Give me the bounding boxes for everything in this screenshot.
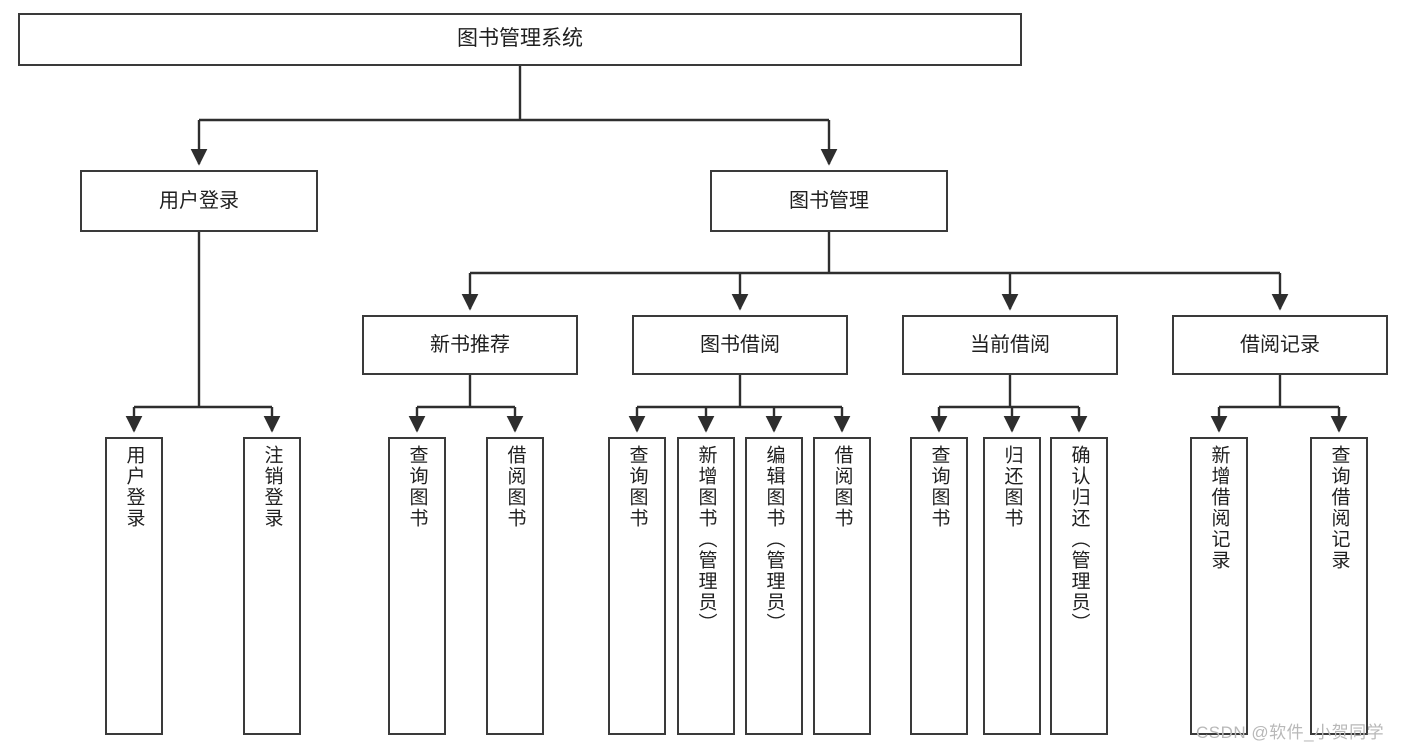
leaf-query-book-rec[interactable]: 查询图书 — [388, 437, 446, 735]
leaf-add-book[interactable]: 新增图书（管理员） — [677, 437, 735, 735]
leaf-label: 查询图书 — [406, 445, 428, 529]
leaf-add-record[interactable]: 新增借阅记录 — [1190, 437, 1248, 735]
leaf-query-record[interactable]: 查询借阅记录 — [1310, 437, 1368, 735]
leaf-borrow-book-rec[interactable]: 借阅图书 — [486, 437, 544, 735]
node-book-borrow[interactable]: 图书借阅 — [632, 315, 848, 375]
node-borrow-record-label: 借阅记录 — [1240, 333, 1320, 356]
leaf-label: 新增图书（管理员） — [695, 445, 717, 634]
leaf-query-book-borrow[interactable]: 查询图书 — [608, 437, 666, 735]
leaf-label: 查询借阅记录 — [1328, 445, 1350, 571]
node-borrow-record[interactable]: 借阅记录 — [1172, 315, 1388, 375]
leaf-borrow-book[interactable]: 借阅图书 — [813, 437, 871, 735]
node-root[interactable]: 图书管理系统 — [18, 13, 1022, 66]
node-current-borrow-label: 当前借阅 — [970, 333, 1050, 356]
node-new-book-rec[interactable]: 新书推荐 — [362, 315, 578, 375]
leaf-label: 查询图书 — [928, 445, 950, 529]
node-user-login-label: 用户登录 — [159, 189, 239, 212]
leaf-edit-book[interactable]: 编辑图书（管理员） — [745, 437, 803, 735]
node-user-login[interactable]: 用户登录 — [80, 170, 318, 232]
leaf-label: 归还图书 — [1001, 445, 1023, 529]
leaf-label: 查询图书 — [626, 445, 648, 529]
node-book-manage[interactable]: 图书管理 — [710, 170, 948, 232]
node-book-manage-label: 图书管理 — [789, 189, 869, 212]
leaf-user-login[interactable]: 用户登录 — [105, 437, 163, 735]
leaf-return-book[interactable]: 归还图书 — [983, 437, 1041, 735]
leaf-label: 注销登录 — [261, 445, 283, 529]
leaf-label: 借阅图书 — [504, 445, 526, 529]
leaf-label: 用户登录 — [123, 445, 145, 529]
node-book-borrow-label: 图书借阅 — [700, 333, 780, 356]
node-new-book-rec-label: 新书推荐 — [430, 333, 510, 356]
leaf-confirm-return[interactable]: 确认归还（管理员） — [1050, 437, 1108, 735]
leaf-label: 借阅图书 — [831, 445, 853, 529]
leaf-query-book-current[interactable]: 查询图书 — [910, 437, 968, 735]
leaf-label: 编辑图书（管理员） — [763, 445, 785, 634]
node-current-borrow[interactable]: 当前借阅 — [902, 315, 1118, 375]
leaf-user-logout[interactable]: 注销登录 — [243, 437, 301, 735]
leaf-label: 新增借阅记录 — [1208, 445, 1230, 571]
node-root-label: 图书管理系统 — [457, 27, 583, 51]
watermark: CSDN @软件_小贺同学 — [1196, 723, 1385, 742]
leaf-label: 确认归还（管理员） — [1068, 445, 1090, 634]
